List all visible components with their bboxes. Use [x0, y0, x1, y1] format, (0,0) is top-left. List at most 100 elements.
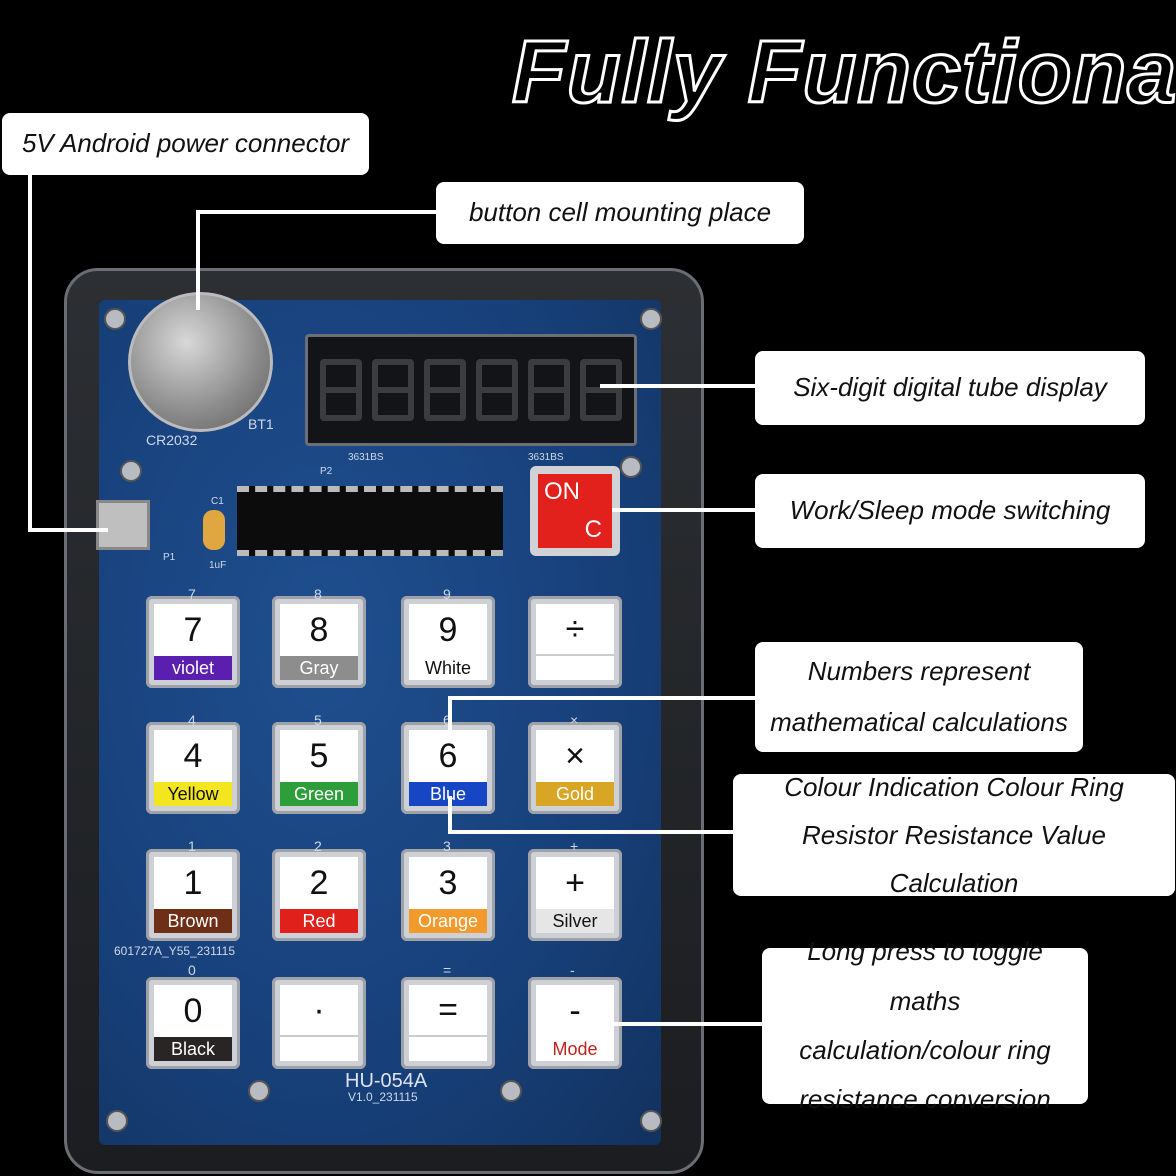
leader-line: [28, 175, 32, 530]
silkscreen-key-label: 6: [443, 712, 451, 728]
key-symbol: 1: [183, 863, 203, 902]
leader-line: [28, 528, 108, 532]
key-symbol: 7: [183, 610, 203, 649]
key-symbol: -: [569, 991, 581, 1030]
model-label: HU-054A: [345, 1070, 428, 1092]
callout-mode: Work/Sleep mode switching: [755, 474, 1145, 548]
silkscreen-key-label: 3: [443, 838, 451, 854]
leader-line: [448, 696, 452, 736]
key-silver[interactable]: +Silver: [528, 849, 622, 941]
cap-label: C1: [211, 496, 224, 507]
key-colour-label: Orange: [409, 909, 487, 933]
digit: [528, 359, 570, 421]
screw-icon: [500, 1080, 522, 1102]
silkscreen-key-label: 0: [188, 962, 196, 978]
key-colour-label: Mode: [536, 1037, 614, 1061]
serial-label: 601727A_Y55_231115: [114, 944, 236, 958]
key-symbol: 9: [438, 610, 458, 649]
key-symbol: +: [565, 863, 585, 902]
callout-text: resistance conversion: [799, 1084, 1051, 1115]
key-colour-label: [536, 654, 614, 680]
screw-icon: [106, 1110, 128, 1132]
key-symbol: 3: [438, 863, 458, 902]
key-face: +Silver: [536, 857, 614, 933]
leader-line: [598, 1022, 762, 1026]
silkscreen-key-label: 4: [188, 712, 196, 728]
screw-icon: [640, 308, 662, 330]
key-colour-label: [280, 1035, 358, 1061]
key-violet[interactable]: 7 violet: [146, 596, 240, 688]
callout-text: Six-digit digital tube display: [793, 372, 1107, 403]
callout-text: 5V Android power connector: [21, 128, 350, 159]
callout-text: calculation/colour ring: [799, 1035, 1051, 1065]
key-symbol: 5: [309, 736, 329, 775]
silkscreen-key-label: 8: [314, 586, 322, 602]
screw-icon: [620, 456, 642, 478]
key-op-14[interactable]: =: [401, 977, 495, 1069]
callout-longpress: Long press to toggle maths calculation/c…: [762, 936, 1088, 1114]
on-clear-button[interactable]: ON C: [530, 466, 620, 556]
key-op-3[interactable]: ÷: [528, 596, 622, 688]
key-symbol: 2: [309, 863, 329, 902]
silkscreen-key-label: ×: [570, 712, 579, 728]
seven-segment-display: [305, 334, 637, 446]
screw-icon: [248, 1080, 270, 1102]
leader-line: [600, 384, 755, 388]
segment-label: 3631BS: [348, 452, 384, 463]
key-face: ·: [280, 985, 358, 1061]
callout-text: Resistor Resistance Value Calculation: [802, 819, 1106, 899]
silkscreen-key-label: =: [443, 962, 452, 978]
battery-label: CR2032: [146, 432, 198, 448]
leader-line: [196, 210, 200, 310]
key-colour-label: White: [409, 656, 487, 680]
callout-cell: button cell mounting place: [436, 182, 804, 244]
callout-text: mathematical calculations: [770, 707, 1068, 737]
version-label: V1.0_231115: [348, 1090, 418, 1104]
leader-line: [448, 830, 733, 834]
key-symbol: 0: [183, 991, 203, 1030]
key-face: × Gold: [536, 730, 614, 806]
silkscreen-key-label: 5: [314, 712, 322, 728]
key-op-13[interactable]: ·: [272, 977, 366, 1069]
key-symbol: ×: [565, 736, 585, 775]
callout-text: Work/Sleep mode switching: [789, 495, 1111, 526]
silkscreen-key-label: +: [570, 838, 579, 854]
leader-line: [196, 210, 436, 214]
screw-icon: [120, 460, 142, 482]
key-symbol: 8: [309, 610, 329, 649]
leader-line: [448, 696, 755, 700]
key-colour-label: violet: [154, 656, 232, 680]
callout-text: Long press to toggle maths: [807, 936, 1043, 1016]
key-face: 7 violet: [154, 604, 232, 680]
digit: [320, 359, 362, 421]
on-label: ON: [544, 478, 580, 505]
callout-colour: Colour Indication Colour Ring Resistor R…: [733, 772, 1175, 898]
leader-line: [612, 508, 755, 512]
key-colour-label: Gold: [536, 782, 614, 806]
key-gold[interactable]: × Gold: [528, 722, 622, 814]
silkscreen-key-label: 7: [188, 586, 196, 602]
callout-display: Six-digit digital tube display: [755, 351, 1145, 425]
key-colour-label: Green: [280, 782, 358, 806]
silkscreen-key-label: 9: [443, 586, 451, 602]
power-connector[interactable]: [96, 500, 150, 550]
callout-power: 5V Android power connector: [2, 113, 369, 175]
silkscreen-key-label: 1: [188, 838, 196, 854]
key-colour-label: Red: [280, 909, 358, 933]
segment-label: 3631BS: [528, 452, 564, 463]
key-symbol: ·: [313, 990, 325, 1029]
